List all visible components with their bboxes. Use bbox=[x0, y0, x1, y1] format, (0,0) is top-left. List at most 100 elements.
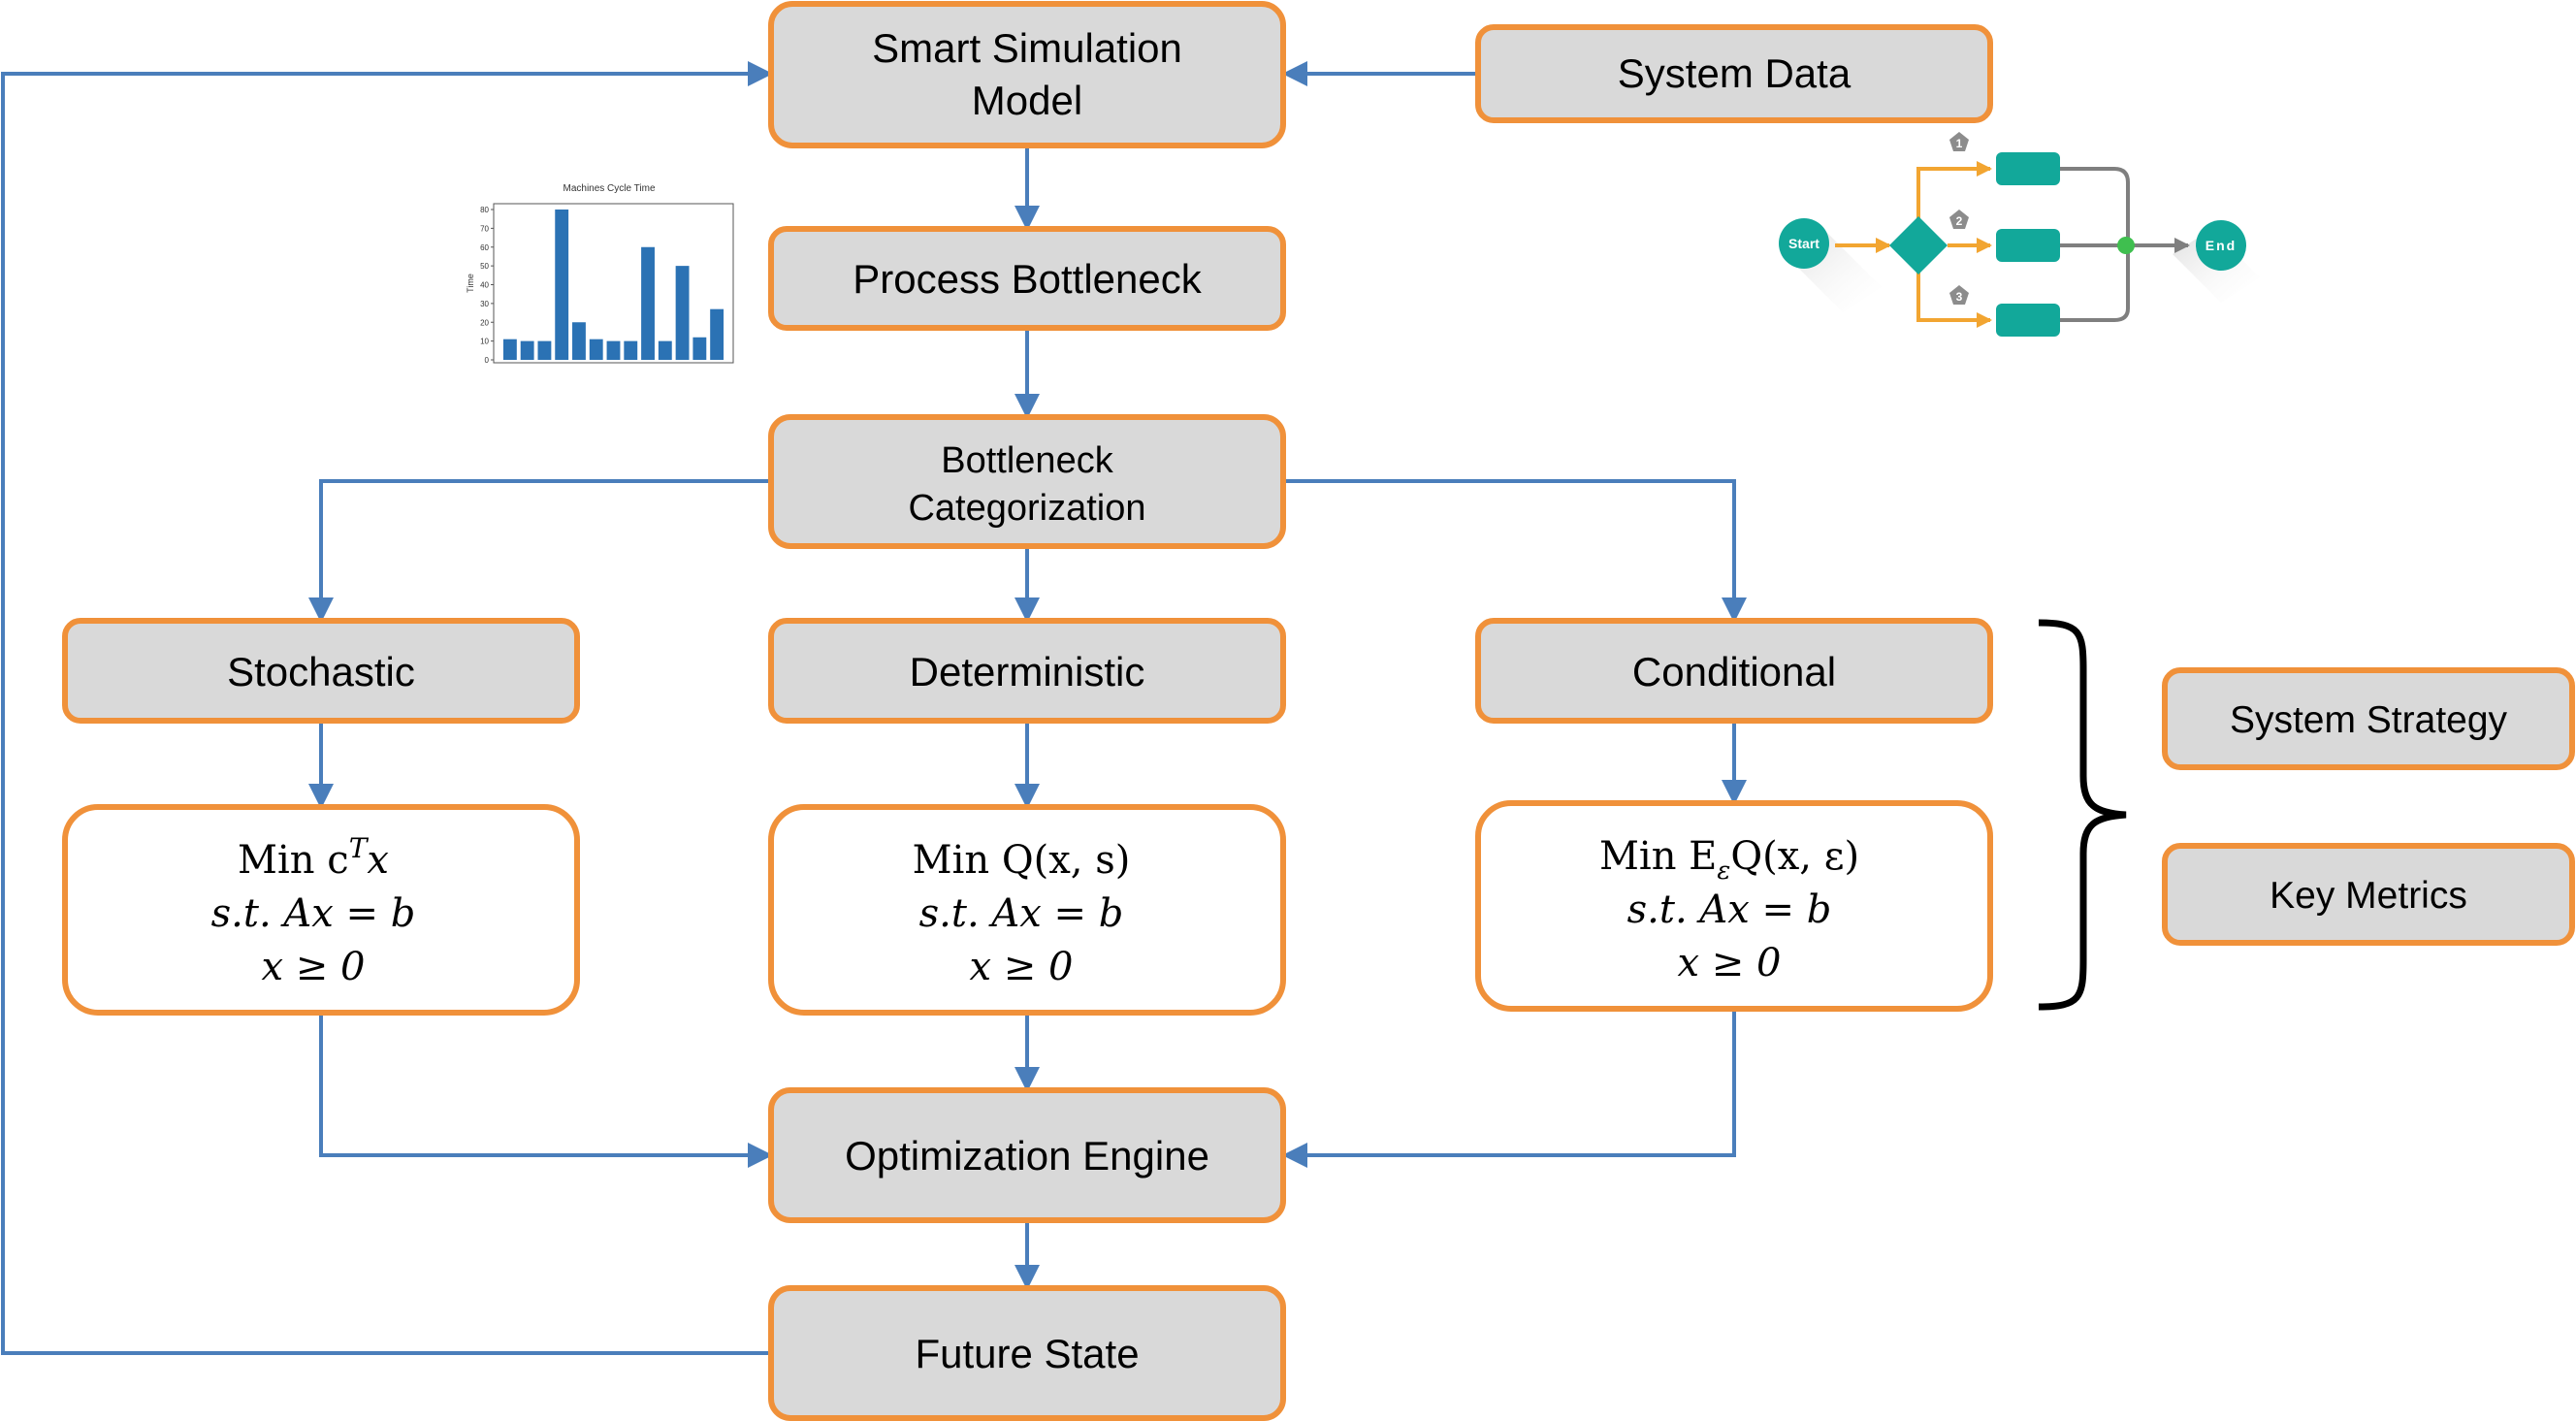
conditional-label: Conditional bbox=[1632, 649, 1836, 694]
start-label: Start bbox=[1788, 236, 1819, 251]
chart-bar bbox=[692, 337, 707, 360]
badge2-shape bbox=[1949, 210, 1969, 229]
badge1-label: 1 bbox=[1956, 137, 1963, 150]
deterministic-label: Deterministic bbox=[910, 649, 1145, 694]
arrow-stochastic-formula-to-engine bbox=[319, 1013, 773, 1168]
junction-dot bbox=[2117, 237, 2135, 254]
arrow-categorization-to-stochastic bbox=[308, 479, 771, 623]
deterministic-constraint1: s.t. Ax = b bbox=[919, 891, 1124, 936]
chart-bar bbox=[520, 340, 534, 360]
chart-bar bbox=[710, 308, 724, 360]
end-label: End bbox=[2206, 238, 2237, 253]
badge1-shape bbox=[1949, 132, 1969, 151]
system-data-label: System Data bbox=[1618, 50, 1852, 96]
future-state-box bbox=[768, 1285, 1286, 1421]
stochastic-constraint1: s.t. Ax = b bbox=[211, 891, 416, 936]
conditional-objective-main: Min E bbox=[1599, 834, 1717, 879]
stochastic-objective-sup: T bbox=[349, 832, 370, 864]
deterministic-formula-box bbox=[768, 804, 1286, 1016]
badge2-label: 2 bbox=[1956, 214, 1963, 228]
conditional-objective-tail: Q(x, ε) bbox=[1730, 834, 1859, 879]
deterministic-constraint2: x ≥ 0 bbox=[970, 945, 1074, 989]
deterministic-objective: Min Q(x, s) bbox=[913, 838, 1131, 883]
stochastic-box bbox=[62, 618, 580, 724]
key-metrics-box bbox=[2162, 843, 2575, 946]
smart-sim-label-line1: Smart Simulation bbox=[872, 25, 1182, 71]
chart-bars bbox=[502, 210, 724, 360]
conditional-constraint1: s.t. Ax = b bbox=[1627, 888, 1832, 932]
step3-box bbox=[1996, 304, 2060, 337]
system-strategy-box bbox=[2162, 667, 2575, 770]
branch-to-step1 bbox=[1916, 161, 1992, 225]
chart-bar bbox=[675, 266, 690, 360]
smart-sim-label-line2: Model bbox=[972, 78, 1082, 123]
chart-ytick-label: 70 bbox=[480, 224, 489, 233]
bottleneck-cat-label-line2: Categorization bbox=[908, 488, 1145, 529]
chart-bar bbox=[624, 340, 638, 360]
chart-ytick-label: 60 bbox=[480, 243, 489, 252]
flowchart-icon: Start End 1 2 3 bbox=[1779, 132, 2260, 337]
system-strategy-label: System Strategy bbox=[2230, 699, 2508, 741]
step1-box bbox=[1996, 152, 2060, 185]
chart-ytick-label: 30 bbox=[480, 300, 489, 308]
end-node bbox=[2196, 220, 2246, 271]
curly-brace bbox=[2038, 619, 2127, 1011]
connectors bbox=[1, 61, 1747, 1355]
arrow-conditional-formula-to-engine bbox=[1282, 1009, 1736, 1168]
smart-simulation-model-box bbox=[768, 1, 1286, 148]
conditional-constraint2: x ≥ 0 bbox=[1678, 941, 1782, 985]
bottleneck-categorization-box bbox=[768, 414, 1286, 549]
system-data-box bbox=[1475, 24, 1993, 123]
arrow-categorization-to-conditional bbox=[1283, 479, 1747, 623]
bottleneck-cat-label-line1: Bottleneck bbox=[941, 440, 1113, 481]
stochastic-constraint2: x ≥ 0 bbox=[262, 945, 366, 989]
conditional-objective-sub: ε bbox=[1717, 856, 1730, 886]
chart-bar bbox=[658, 340, 672, 360]
stochastic-objective-tail: x bbox=[367, 838, 389, 883]
stochastic-objective-main: Min c bbox=[238, 838, 349, 883]
chart-bar bbox=[502, 339, 517, 360]
chart-ytick-label: 80 bbox=[480, 206, 489, 214]
chart-ylabel: Time bbox=[466, 274, 475, 293]
chart-ytick-label: 20 bbox=[480, 318, 489, 327]
stochastic-formula-box bbox=[62, 804, 580, 1016]
process-bottleneck-box bbox=[768, 226, 1286, 331]
chart-bar bbox=[555, 210, 569, 360]
chart-ytick-label: 10 bbox=[480, 338, 489, 346]
cycle-time-chart: Machines Cycle Time Time 0 10 20 30 40 50 60 70… bbox=[466, 183, 734, 365]
optimization-engine-box bbox=[768, 1087, 1286, 1223]
optimization-engine-label: Optimization Engine bbox=[845, 1133, 1209, 1179]
chart-plot-frame bbox=[493, 203, 734, 364]
future-state-label: Future State bbox=[915, 1331, 1139, 1376]
chart-bar bbox=[641, 246, 655, 360]
start-node bbox=[1779, 218, 1829, 269]
chart-bar bbox=[572, 322, 586, 360]
stochastic-objective: Min cTx bbox=[238, 832, 389, 883]
badge3-shape bbox=[1949, 285, 1969, 305]
conditional-formula-box bbox=[1475, 800, 1993, 1012]
box-labels: Smart Simulation Model System Data Proce… bbox=[227, 25, 2507, 1376]
chart-title: Machines Cycle Time bbox=[563, 183, 655, 194]
chart-bar bbox=[606, 340, 621, 360]
branch-to-step3 bbox=[1916, 266, 1992, 328]
badge3-label: 3 bbox=[1956, 290, 1963, 304]
chart-bar bbox=[537, 340, 552, 360]
chart-ytick-label: 0 bbox=[485, 356, 490, 365]
gateway-diamond bbox=[1889, 216, 1948, 275]
deterministic-box bbox=[768, 618, 1286, 724]
conditional-box bbox=[1475, 618, 1993, 724]
stochastic-label: Stochastic bbox=[227, 649, 415, 694]
arrow-feedback-loop bbox=[1, 61, 773, 1355]
formula-texts: Min cTx s.t. Ax = b x ≥ 0 Min Q(x, s) s.… bbox=[211, 832, 1859, 989]
chart-ytick-label: 50 bbox=[480, 262, 489, 271]
process-bottleneck-label: Process Bottleneck bbox=[853, 256, 1203, 302]
step2-box bbox=[1996, 229, 2060, 262]
chart-bar bbox=[589, 339, 603, 360]
chart-yticks: 0 10 20 30 40 50 60 70 80 bbox=[480, 206, 494, 365]
formula-boxes bbox=[62, 800, 1993, 1016]
key-metrics-label: Key Metrics bbox=[2270, 875, 2467, 917]
chart-ytick-label: 40 bbox=[480, 281, 489, 290]
process-boxes bbox=[62, 1, 2575, 1421]
conditional-objective: Min EεQ(x, ε) bbox=[1599, 834, 1859, 886]
